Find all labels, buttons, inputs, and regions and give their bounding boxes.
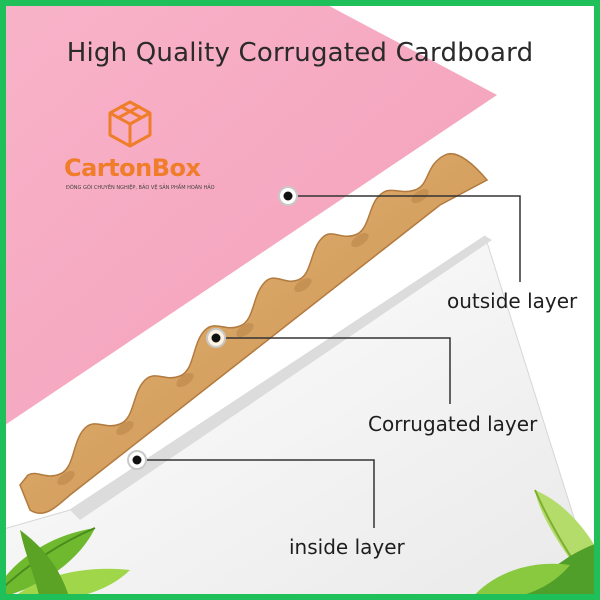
page-title: High Quality Corrugated Cardboard — [66, 38, 534, 68]
corrugated-layer-label: Corrugated layer — [368, 412, 538, 436]
brand-logo-text: CartonBox — [64, 154, 201, 182]
inside-layer-edge — [70, 236, 492, 520]
inside-layer-label: inside layer — [289, 535, 405, 559]
leaf-right-icon — [470, 489, 600, 600]
leaf-left-icon — [0, 527, 130, 600]
brand-tagline: ĐÓNG GÓI CHUYÊN NGHIỆP, BẢO VỆ SẢN PHẨM … — [66, 185, 215, 191]
callout-corrugated-line — [216, 337, 451, 404]
box-logo-icon — [108, 100, 152, 148]
callout-inside-line — [137, 459, 375, 528]
outside-layer-label: outside layer — [447, 289, 578, 313]
callout-outside-line — [288, 195, 521, 282]
callout-dots — [127, 186, 298, 470]
corrugated-layer — [19, 153, 489, 515]
callout-lines — [137, 195, 521, 528]
